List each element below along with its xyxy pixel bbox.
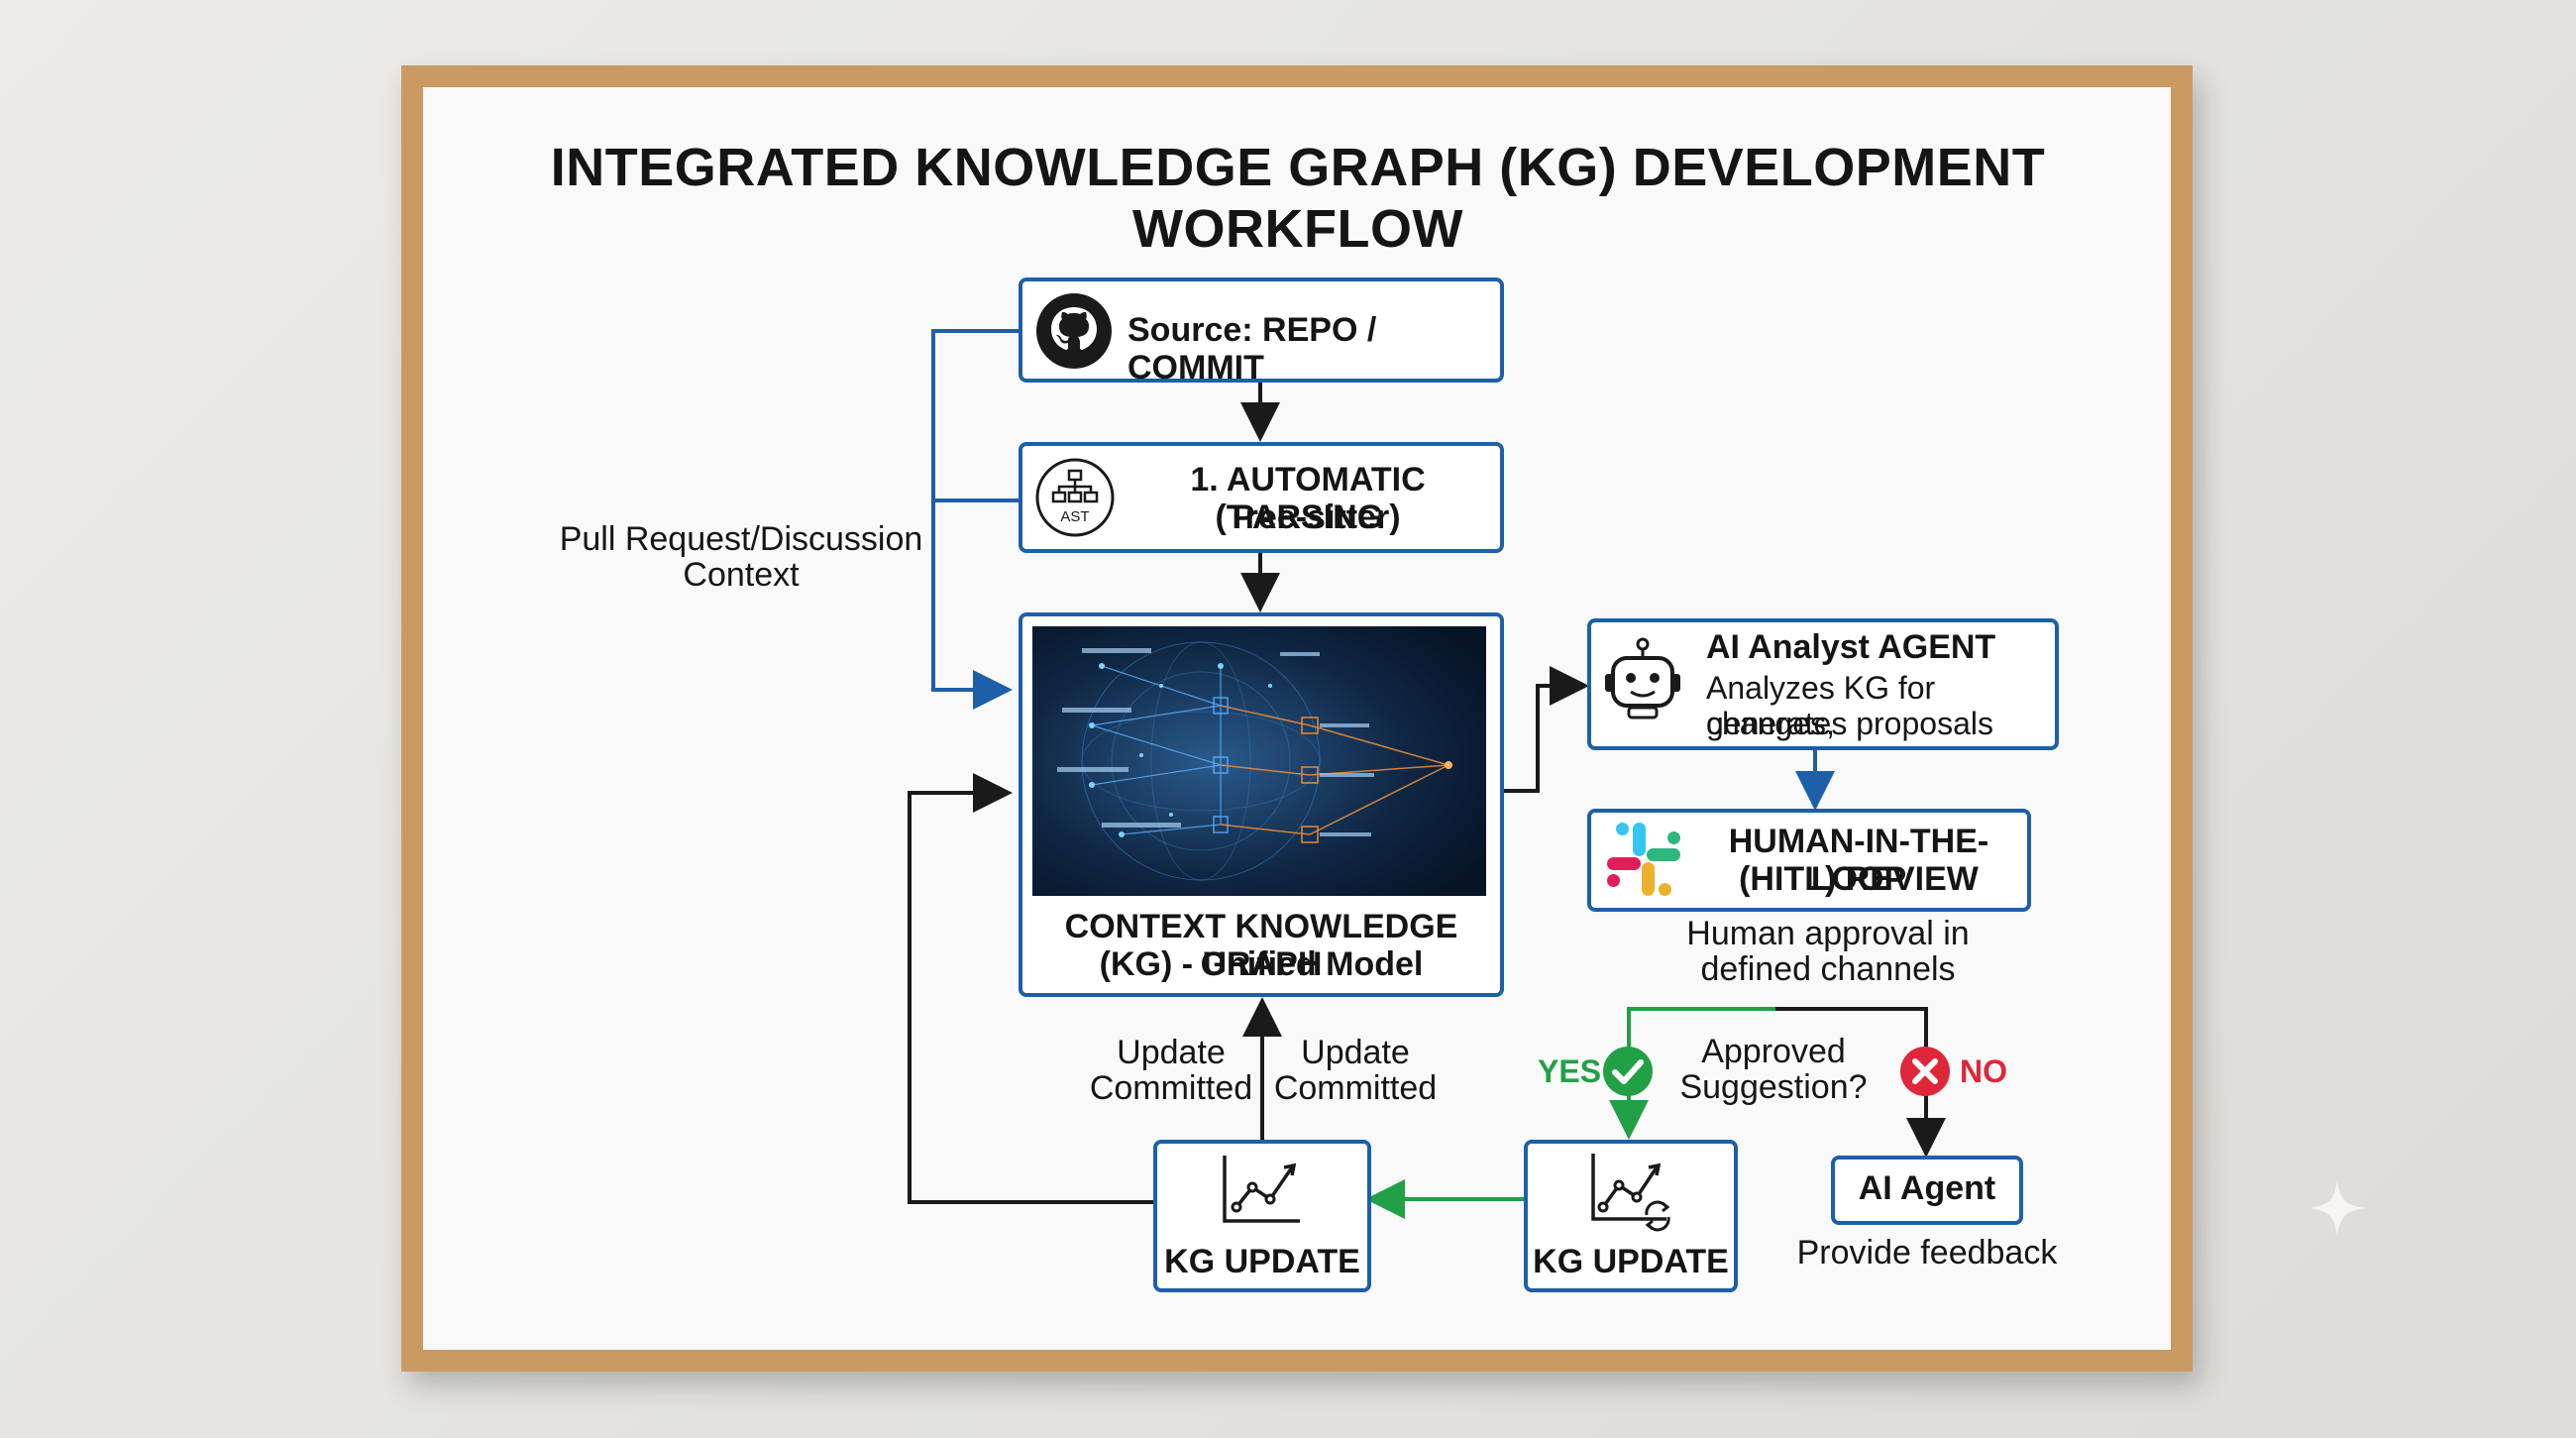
network-graph-image	[1032, 626, 1486, 896]
hitl-title: HUMAN-IN-THE-LOOP	[1728, 823, 1989, 898]
github-icon	[1036, 293, 1112, 369]
ai-agent-node[interactable]	[1831, 1156, 2023, 1225]
x-icon	[1900, 1047, 1950, 1096]
kg-update-right-label: KG UPDATE	[1533, 1243, 1729, 1280]
source-label: Source: REPO / COMMIT	[1127, 311, 1377, 387]
line-chart-refresh-icon	[1591, 1154, 1670, 1232]
ai-analyst-desc-line1: Analyzes KG for changes,	[1706, 670, 1936, 741]
context-kg-title: CONTEXT KNOWLEDGE GRAPH	[1064, 908, 1458, 983]
pr-context-label-line2: Context	[683, 556, 800, 594]
human-approval-line2: defined channels	[1700, 950, 1956, 988]
kg-to-analyst-arrow	[1503, 666, 1589, 793]
kg-update-right-node[interactable]	[1524, 1140, 1738, 1292]
sparkle-icon	[2308, 1179, 2366, 1237]
parsing-title: 1. AUTOMATIC PARSING	[1190, 461, 1426, 536]
update-committed-b-line1: Update	[1301, 1034, 1410, 1071]
ai-analyst-desc-line2: generates proposals	[1706, 706, 1993, 741]
ast-icon-text: AST	[1060, 508, 1089, 525]
context-kg-subtitle: (KG) - Unified Model	[1099, 945, 1424, 983]
no-label: NO	[1960, 1053, 2007, 1089]
ai-analyst-title: AI Analyst AGENT	[1706, 628, 1996, 666]
provide-feedback-label: Provide feedback	[1796, 1234, 2058, 1272]
line-chart-icon	[1223, 1156, 1300, 1223]
pr-context-connector	[931, 329, 1019, 710]
check-icon	[1603, 1047, 1653, 1096]
pr-context-label-line1: Pull Request/Discussion	[559, 520, 923, 558]
human-approval-line1: Human approval in	[1686, 915, 1970, 952]
ast-tree-icon: AST	[1035, 458, 1115, 537]
update-committed-a-line1: Update	[1117, 1034, 1226, 1071]
hitl-subtitle: (HITL) REVIEW	[1739, 860, 1979, 898]
update-committed-a-line2: Committed	[1089, 1069, 1253, 1107]
kg-update-left-node[interactable]	[1153, 1140, 1371, 1292]
parsing-subtitle: (Tree-sitter)	[1215, 498, 1401, 536]
approved-suggestion-line1: Approved	[1701, 1033, 1846, 1070]
ai-agent-label: AI Agent	[1858, 1169, 1996, 1207]
no-branch-connector	[1775, 1007, 1946, 1158]
approved-suggestion-line2: Suggestion?	[1679, 1068, 1868, 1106]
diagram-title: INTEGRATED KNOWLEDGE GRAPH (KG) DEVELOPM…	[550, 138, 2046, 259]
robot-icon	[1605, 637, 1680, 719]
kg-update-loop-connector	[908, 773, 1153, 1204]
yes-label: YES	[1538, 1053, 1602, 1089]
update-committed-b-line2: Committed	[1273, 1069, 1438, 1107]
kg-update-left-label: KG UPDATE	[1164, 1243, 1360, 1280]
slack-icon	[1607, 823, 1680, 896]
